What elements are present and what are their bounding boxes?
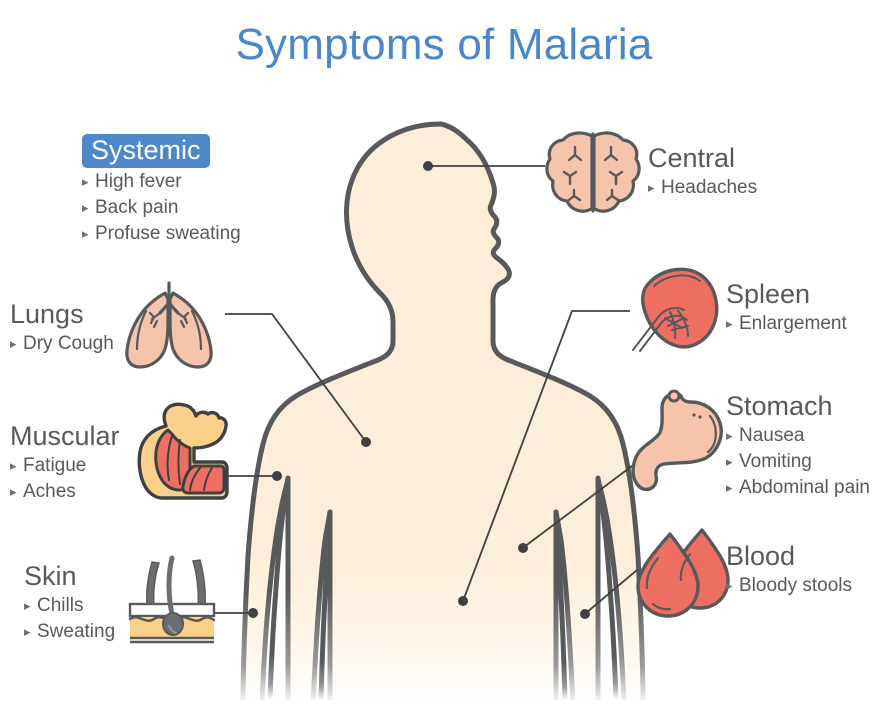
leader-dot-central [423,161,433,171]
section-blood: Blood ▸ Bloody stools [726,540,852,599]
section-central: Central ▸ Headaches [648,142,757,201]
bullet-icon: ▸ [82,174,89,189]
central-heading: Central [648,143,736,173]
bullet-icon: ▸ [726,480,733,495]
leader-lungs [225,313,367,443]
list-item: ▸ Aches [10,479,120,505]
symptom-label: Profuse sweating [95,223,241,244]
bullet-icon: ▸ [24,598,31,613]
list-item: ▸ Abdominal pain [726,475,870,501]
left-torso-edge [318,509,333,700]
bullet-icon: ▸ [726,316,733,331]
right-torso-edge [553,509,568,700]
symptom-label: Enlargement [739,313,847,334]
list-item: ▸ Vomiting [726,449,870,475]
bullet-icon: ▸ [10,458,17,473]
leader-spleen [462,310,630,602]
bullet-icon: ▸ [726,428,733,443]
page-title: Symptoms of Malaria [235,20,653,69]
symptom-label: Dry Cough [23,333,114,354]
lungs-heading: Lungs [10,299,84,329]
bullet-icon: ▸ [10,484,17,499]
list-item: ▸ Headaches [648,175,757,201]
skin-symptom-list: ▸ Chills ▸ Sweating [24,593,115,645]
section-muscular: Muscular ▸ Fatigue ▸ Aches [10,420,120,505]
bullet-icon: ▸ [726,578,733,593]
bullet-icon: ▸ [10,336,17,351]
flexed-arm-icon [137,402,229,500]
leader-dot-stomach [518,543,528,553]
leader-dot-spleen [458,596,468,606]
section-skin: Skin ▸ Chills ▸ Sweating [24,560,115,645]
symptom-label: Abdominal pain [739,477,870,498]
systemic-heading: Systemic [82,134,210,168]
symptom-label: Headaches [661,177,758,198]
leader-blood [585,569,638,614]
spleen-heading: Spleen [726,279,811,309]
bullet-icon: ▸ [726,454,733,469]
bullet-icon: ▸ [82,200,89,215]
section-stomach: Stomach ▸ Nausea ▸ Vomiting ▸ Abdominal pai… [726,390,870,501]
right-arm-inner-contour [595,475,619,700]
symptom-label: Vomiting [739,451,812,472]
list-item: ▸ High fever [82,169,241,195]
list-item: ▸ Back pain [82,195,241,221]
section-lungs: Lungs ▸ Dry Cough [10,298,114,357]
stomach-symptom-list: ▸ Nausea ▸ Vomiting ▸ Abdominal pain [726,423,870,501]
list-item: ▸ Sweating [24,619,115,645]
leader-dot-muscular [272,471,282,481]
symptom-label: High fever [95,171,182,192]
lungs-symptom-list: ▸ Dry Cough [10,331,114,357]
symptom-label: Fatigue [23,455,87,476]
human-body-figure [240,121,646,700]
symptom-label: Sweating [37,621,116,642]
list-item: ▸ Nausea [726,423,870,449]
symptom-label: Nausea [739,425,805,446]
leader-lines [214,161,638,619]
body-silhouette [240,121,646,700]
left-arm-inner-contour [267,475,291,700]
symptom-label: Bloody stools [739,575,853,596]
list-item: ▸ Profuse sweating [82,221,241,247]
skin-cross-section-icon [128,555,216,644]
section-spleen: Spleen ▸ Enlargement [726,278,847,337]
spleen-icon [632,267,719,352]
systemic-symptom-list: ▸ High fever ▸ Back pain ▸ Profuse sweating [82,169,241,247]
leader-dot-skin [248,608,258,618]
bullet-icon: ▸ [82,226,89,241]
bullet-icon: ▸ [648,180,655,195]
list-item: ▸ Dry Cough [10,331,114,357]
stomach-heading: Stomach [726,391,833,421]
list-item: ▸ Enlargement [726,311,847,337]
blood-heading: Blood [726,541,796,571]
list-item: ▸ Bloody stools [726,573,852,599]
leader-stomach [523,462,637,548]
symptom-label: Back pain [95,197,179,218]
lungs-icon [125,281,213,369]
muscular-symptom-list: ▸ Fatigue ▸ Aches [10,453,120,505]
section-systemic: Systemic ▸ High fever ▸ Back pain ▸ Profuse… [82,134,241,247]
blood-drops-icon [636,528,730,618]
symptom-label: Chills [37,595,84,616]
leader-dot-blood [580,609,590,619]
muscular-heading: Muscular [10,421,120,451]
central-symptom-list: ▸ Headaches [648,175,757,201]
list-item: ▸ Fatigue [10,453,120,479]
blood-symptom-list: ▸ Bloody stools [726,573,852,599]
skin-heading: Skin [24,561,77,591]
spleen-symptom-list: ▸ Enlargement [726,311,847,337]
brain-icon [545,131,641,213]
leader-dot-lungs [361,437,371,447]
bullet-icon: ▸ [24,624,31,639]
stomach-icon [631,389,723,492]
symptom-label: Aches [23,481,76,502]
list-item: ▸ Chills [24,593,115,619]
